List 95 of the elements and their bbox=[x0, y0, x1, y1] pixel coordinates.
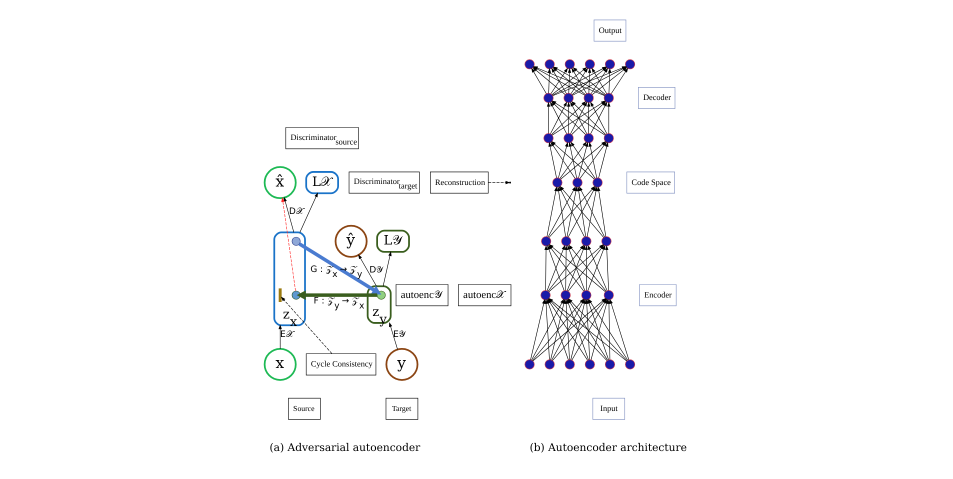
node-box: L𝒴 bbox=[376, 230, 410, 253]
arrow bbox=[487, 180, 510, 184]
arrow bbox=[530, 298, 545, 360]
node-box: Code Space bbox=[626, 172, 674, 194]
arrow bbox=[546, 102, 550, 134]
arrow bbox=[587, 68, 591, 94]
node-circle bbox=[543, 133, 554, 144]
arrow bbox=[278, 324, 282, 350]
arrow bbox=[559, 141, 586, 179]
arrow bbox=[566, 102, 570, 134]
arrow bbox=[388, 322, 398, 350]
node-circle bbox=[563, 92, 574, 103]
node-box: L𝒳 bbox=[304, 171, 338, 194]
node-bar bbox=[278, 288, 282, 302]
node-box: Encoder bbox=[638, 284, 676, 306]
node-box: autoenc𝒴 bbox=[395, 284, 448, 306]
arrow bbox=[604, 245, 608, 291]
node-circle bbox=[584, 59, 594, 70]
arrow bbox=[280, 296, 332, 354]
node-circle bbox=[543, 92, 554, 103]
node-circle bbox=[544, 359, 554, 370]
node-box: Input bbox=[592, 398, 625, 420]
node-circle bbox=[376, 290, 386, 300]
arrow bbox=[596, 186, 606, 237]
node-circle bbox=[584, 359, 594, 370]
node-circle: x̂ bbox=[263, 166, 296, 200]
arrow bbox=[578, 142, 588, 178]
arrow bbox=[382, 251, 392, 287]
node-circle bbox=[291, 236, 300, 246]
node-circle: ŷ bbox=[334, 224, 368, 258]
node-circle bbox=[600, 236, 611, 246]
arrow bbox=[564, 245, 568, 291]
node-circle bbox=[583, 133, 594, 144]
arrow bbox=[606, 299, 610, 360]
edge-label: D𝒳 bbox=[288, 206, 304, 217]
arrow bbox=[550, 141, 594, 180]
node-circle bbox=[603, 92, 614, 103]
arrow bbox=[548, 142, 556, 178]
node-circle bbox=[540, 236, 551, 246]
node-circle bbox=[563, 133, 574, 144]
node-circle bbox=[580, 236, 591, 246]
arrow bbox=[606, 102, 610, 134]
arrow bbox=[296, 290, 377, 300]
node-circle: x bbox=[263, 348, 296, 381]
node-box: Cycle Consistency bbox=[305, 353, 376, 376]
arrow bbox=[588, 142, 597, 178]
node-circle bbox=[524, 359, 534, 370]
arrow bbox=[280, 197, 296, 292]
arrow bbox=[570, 142, 595, 179]
arrow bbox=[586, 102, 590, 134]
node-circle bbox=[592, 178, 602, 188]
node-circle bbox=[603, 133, 614, 144]
edge-label: E𝒴 bbox=[392, 330, 406, 340]
node-box: autoenc𝒳 bbox=[458, 284, 511, 306]
node-circle bbox=[564, 359, 574, 370]
arrow bbox=[358, 254, 376, 287]
label: (b) Autoencoder architecture bbox=[529, 441, 686, 454]
arrow bbox=[584, 245, 588, 291]
node-circle bbox=[560, 236, 571, 246]
node-circle bbox=[603, 290, 614, 300]
node-circle bbox=[524, 59, 534, 70]
node-box: Decoder bbox=[638, 87, 675, 109]
arrow bbox=[568, 142, 576, 178]
node-circle bbox=[572, 178, 582, 188]
arrow bbox=[576, 186, 586, 237]
node-circle bbox=[580, 290, 591, 300]
label: (a) Adversarial autoencoder bbox=[269, 441, 420, 454]
node-circle bbox=[604, 359, 614, 370]
node-circle bbox=[291, 290, 300, 300]
node-circle bbox=[544, 59, 554, 70]
node-circle bbox=[560, 290, 570, 300]
node-box: Output bbox=[593, 20, 626, 42]
arrow bbox=[299, 192, 318, 233]
arrow bbox=[609, 299, 629, 360]
arrow bbox=[558, 142, 568, 178]
arrow bbox=[566, 186, 578, 237]
arrow bbox=[547, 68, 551, 94]
node-circle bbox=[583, 92, 594, 103]
arrow bbox=[550, 142, 575, 179]
arrow bbox=[608, 68, 611, 94]
node-circle: y bbox=[385, 348, 418, 381]
node-circle bbox=[624, 59, 635, 70]
node-circle bbox=[564, 59, 574, 70]
arrow bbox=[283, 196, 294, 233]
node-box: Reconstruction bbox=[430, 172, 488, 194]
arrow bbox=[544, 245, 548, 291]
node-circle bbox=[540, 290, 550, 300]
node-circle bbox=[552, 178, 562, 188]
node-circle bbox=[624, 359, 635, 370]
arrow bbox=[546, 186, 557, 237]
arrow bbox=[567, 68, 571, 94]
arrow bbox=[298, 242, 381, 295]
edge-label: D𝒴 bbox=[368, 266, 383, 276]
edge-label: E𝒳 bbox=[280, 330, 294, 340]
node-circle bbox=[604, 59, 614, 70]
